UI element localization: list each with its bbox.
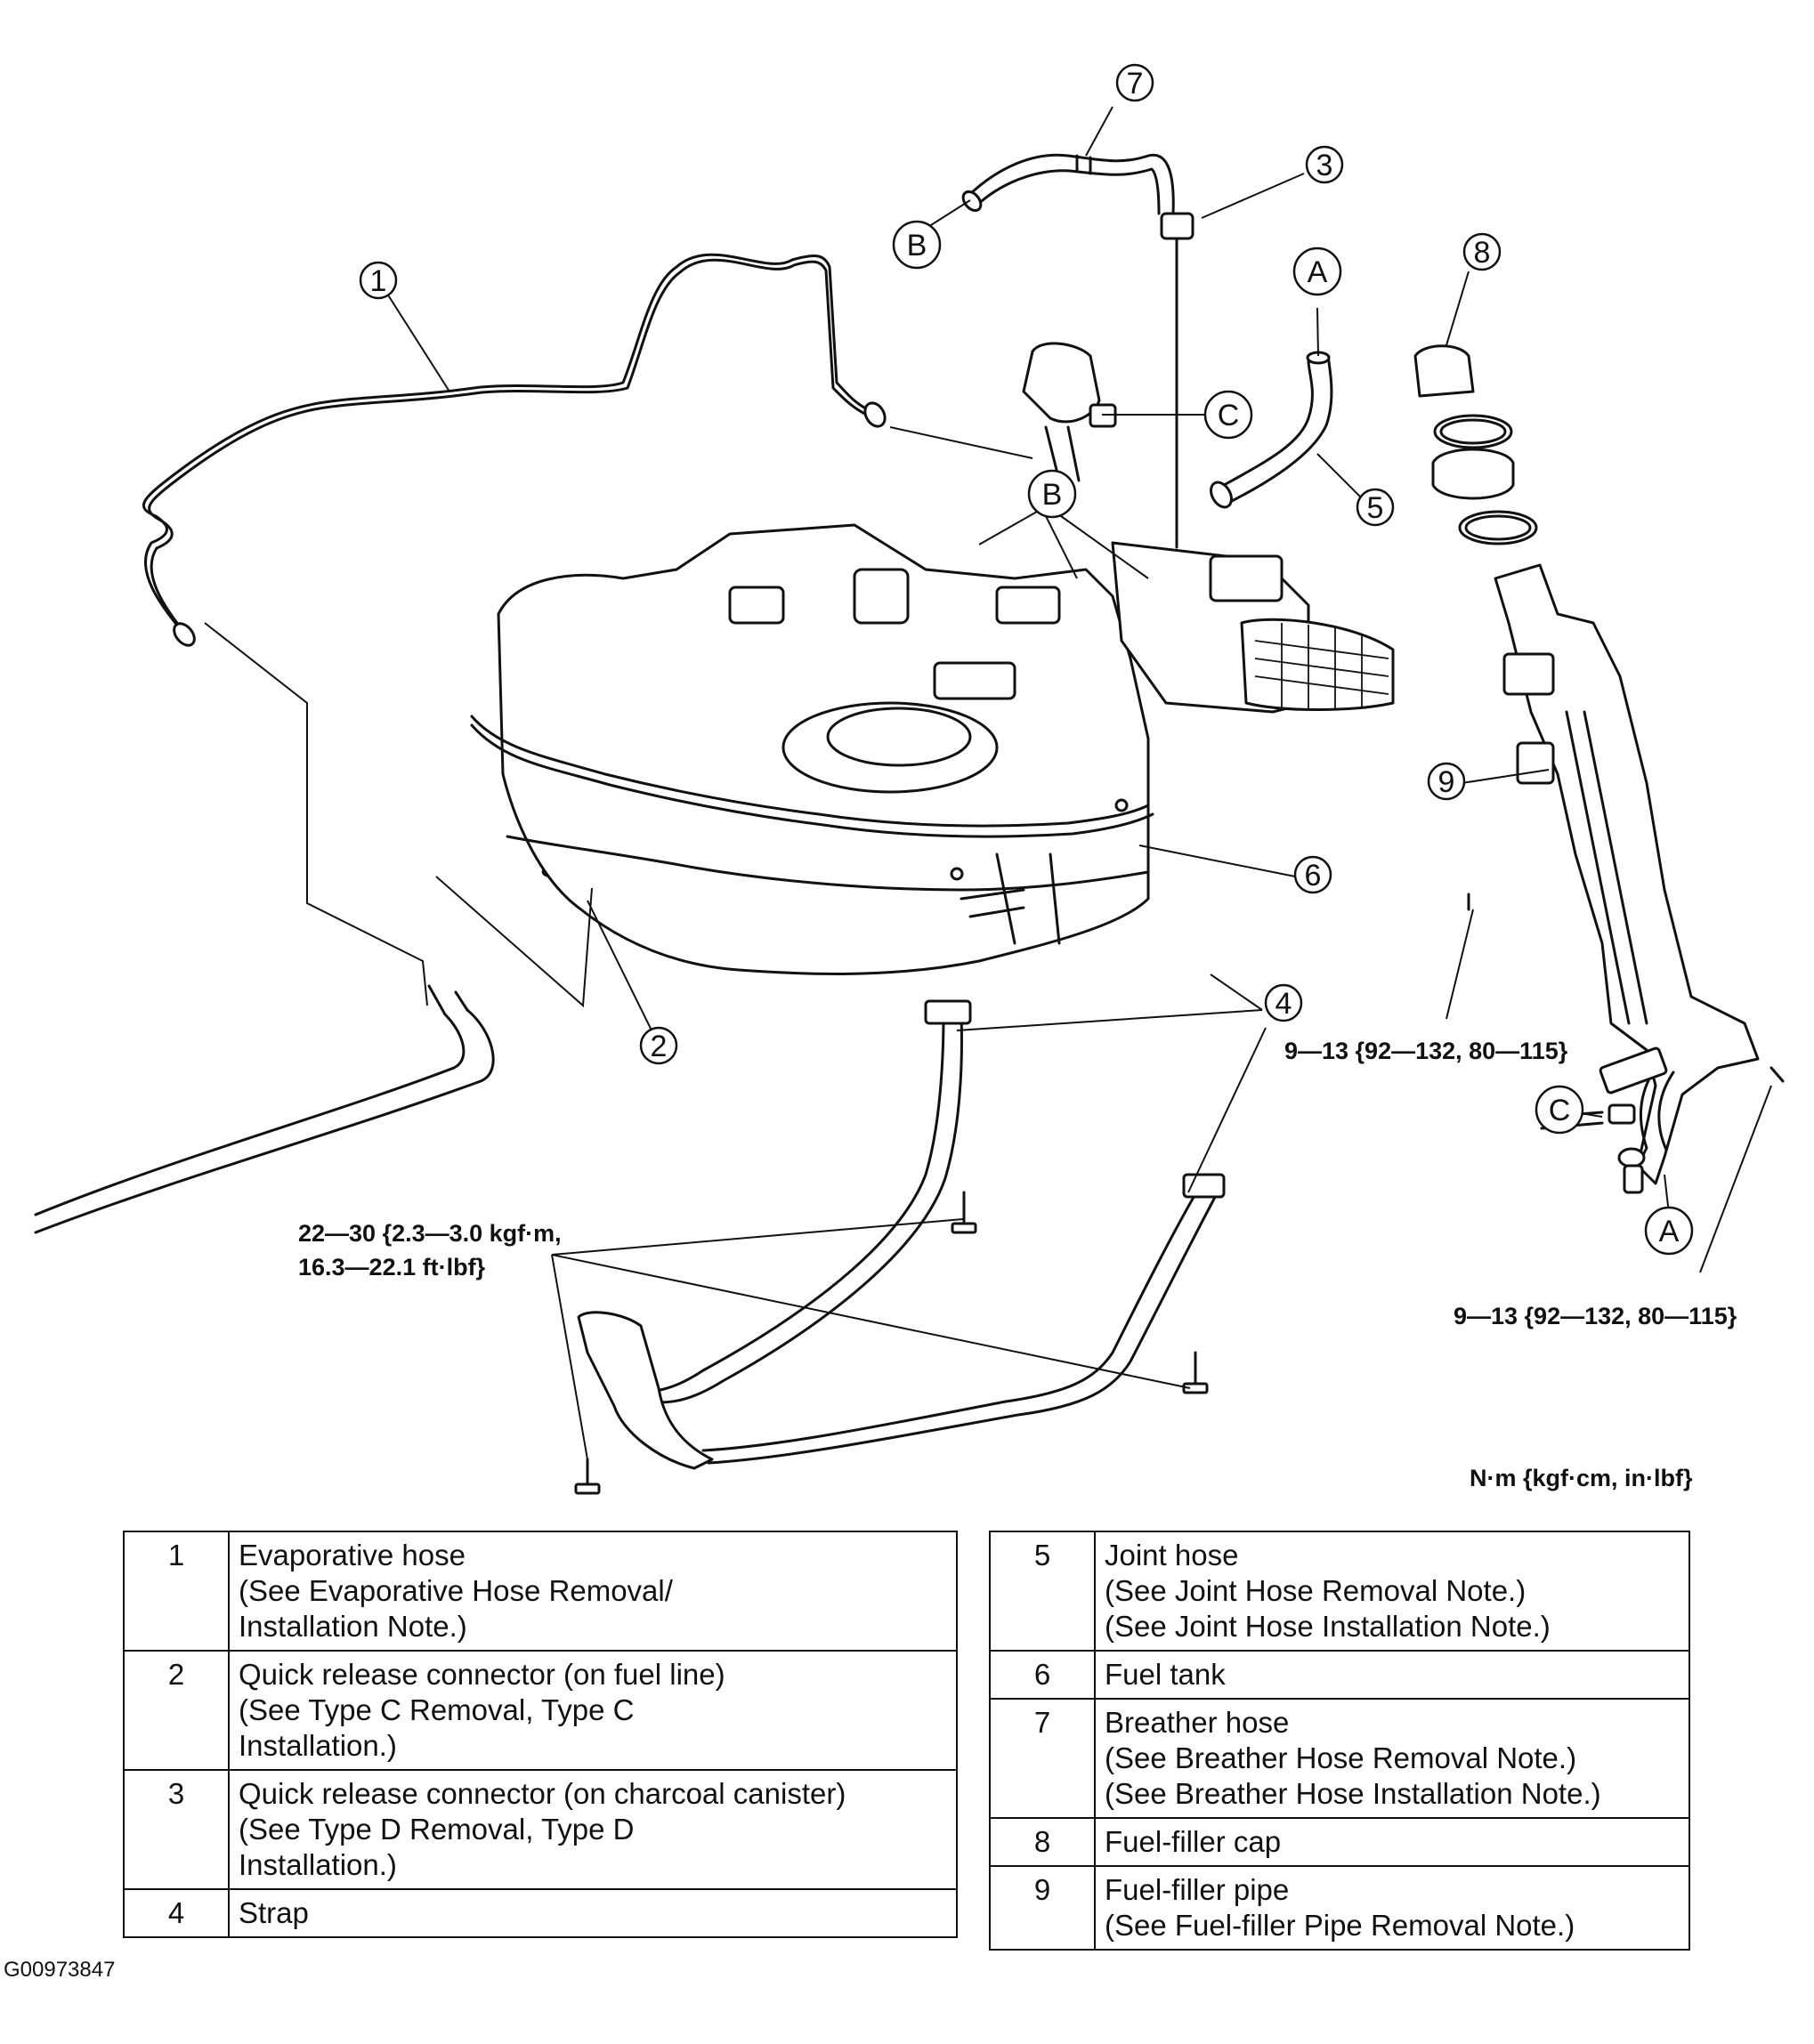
table-row: 2 Quick release connector (on fuel line)… <box>123 1650 958 1771</box>
fuel-filler-cap <box>1413 344 1538 545</box>
callout-6: 6 <box>1293 855 1332 894</box>
callout-8-text: 8 <box>1474 236 1491 270</box>
leader-lines <box>204 106 1772 1460</box>
callout-8: 8 <box>1462 232 1502 271</box>
table-row: 1 Evaporative hose (See Evaporative Hose… <box>123 1531 958 1652</box>
quick-release-connector-canister <box>1160 212 1194 549</box>
strap-torque-line2: 16.3—22.1 ft·lbf} <box>298 1254 486 1281</box>
part-number: 8 <box>989 1817 1096 1867</box>
part-number: 1 <box>123 1531 230 1652</box>
callout-letter-a-top-text: A <box>1308 255 1328 289</box>
callout-5: 5 <box>1356 488 1395 527</box>
table-row: 9 Fuel-filler pipe (See Fuel-filler Pipe… <box>989 1865 1690 1951</box>
tank-straps <box>574 893 1785 1495</box>
callout-letter-a-lower-text: A <box>1659 1215 1680 1248</box>
part-description: Quick release connector (on charcoal can… <box>228 1769 958 1890</box>
part-description: Joint hose (See Joint Hose Removal Note.… <box>1094 1531 1690 1652</box>
callout-7-text: 7 <box>1127 67 1144 101</box>
table-row: 5 Joint hose (See Joint Hose Removal Not… <box>989 1531 1690 1652</box>
callout-4-text: 4 <box>1275 987 1292 1021</box>
part-description: Fuel-filler pipe (See Fuel-filler Pipe R… <box>1094 1865 1690 1951</box>
charcoal-canister <box>1111 541 1395 714</box>
evaporative-hose <box>34 253 887 1234</box>
callout-letter-b-center: B <box>1027 469 1077 519</box>
fuel-tank <box>470 523 1154 975</box>
callout-3-text: 3 <box>1316 149 1333 182</box>
part-number: 3 <box>123 1769 230 1890</box>
exploded-parts-diagram: 1 2 3 4 5 6 7 8 9 B B A <box>34 63 1785 1495</box>
filler-torque-lower: 9—13 {92—132, 80—115} <box>1454 1303 1737 1329</box>
callout-1-text: 1 <box>370 264 387 298</box>
parts-table-left: 1 Evaporative hose (See Evaporative Hose… <box>123 1531 958 1938</box>
figure-id: G00973847 <box>4 1958 116 1982</box>
callout-1: 1 <box>359 261 398 300</box>
part-description: Fuel-filler cap <box>1094 1817 1690 1867</box>
callout-letter-c-lower: C <box>1535 1085 1584 1135</box>
callout-letter-a-lower: A <box>1644 1206 1694 1256</box>
torque-units: N·m {kgf·cm, in·lbf} <box>1470 1465 1693 1491</box>
part-number: 5 <box>989 1531 1096 1652</box>
callout-5-text: 5 <box>1367 491 1384 525</box>
callout-9: 9 <box>1427 762 1466 801</box>
part-number: 6 <box>989 1650 1096 1700</box>
strap-torque-line1: 22—30 {2.3—3.0 kgf·m, <box>298 1220 562 1247</box>
callout-2-text: 2 <box>651 1030 668 1063</box>
part-description: Quick release connector (on fuel line) (… <box>228 1650 958 1771</box>
callout-letter-c-top: C <box>1203 390 1253 440</box>
callout-3: 3 <box>1305 145 1344 184</box>
part-description: Breather hose (See Breather Hose Removal… <box>1094 1698 1690 1819</box>
callout-letter-c-lower-text: C <box>1549 1094 1571 1127</box>
table-row: 6 Fuel tank <box>989 1650 1690 1700</box>
callout-letter-c-top-text: C <box>1218 399 1240 432</box>
part-number: 7 <box>989 1698 1096 1819</box>
table-row: 7 Breather hose (See Breather Hose Remov… <box>989 1698 1690 1819</box>
callout-7: 7 <box>1115 63 1154 102</box>
part-number: 9 <box>989 1865 1096 1951</box>
callout-2: 2 <box>639 1026 678 1065</box>
part-number: 2 <box>123 1650 230 1771</box>
part-description: Fuel tank <box>1094 1650 1690 1700</box>
part-description: Strap <box>228 1888 958 1938</box>
callout-letter-a-top: A <box>1292 246 1342 296</box>
check-valve <box>1022 342 1117 482</box>
callout-9-text: 9 <box>1438 765 1455 799</box>
callout-letter-b-center-text: B <box>1042 478 1063 512</box>
fuel-filler-pipe <box>1494 563 1760 1194</box>
table-row: 8 Fuel-filler cap <box>989 1817 1690 1867</box>
joint-hose <box>1210 351 1333 509</box>
part-number: 4 <box>123 1888 230 1938</box>
part-description: Evaporative hose (See Evaporative Hose R… <box>228 1531 958 1652</box>
callout-4: 4 <box>1264 983 1303 1022</box>
callout-6-text: 6 <box>1305 859 1322 893</box>
callout-letter-b-top-text: B <box>907 229 927 263</box>
table-row: 3 Quick release connector (on charcoal c… <box>123 1769 958 1890</box>
parts-table-right: 5 Joint hose (See Joint Hose Removal Not… <box>989 1531 1690 1951</box>
callout-letter-b-top: B <box>892 220 942 270</box>
table-row: 4 Strap <box>123 1888 958 1938</box>
filler-torque-upper: 9—13 {92—132, 80—115} <box>1284 1038 1568 1064</box>
breather-hose <box>961 153 1175 215</box>
